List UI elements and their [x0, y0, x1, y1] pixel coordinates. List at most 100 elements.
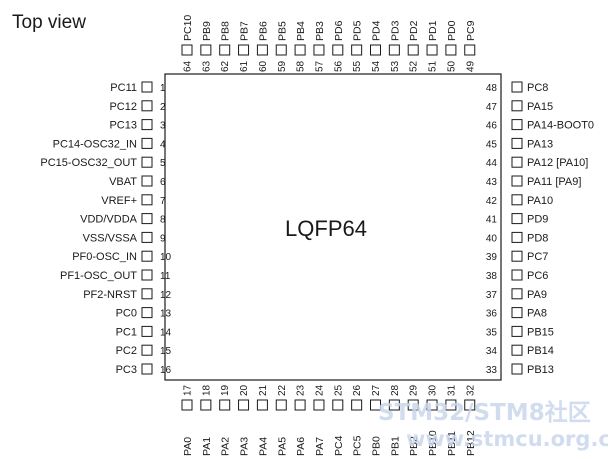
pin-label-right: PA14-BOOT0	[527, 120, 594, 132]
pin-box-bottom	[464, 399, 476, 411]
pin-number-bottom: 27	[371, 384, 382, 396]
pin-box-bottom	[219, 399, 231, 411]
pin-number-left: 16	[160, 365, 172, 376]
pin-box-bottom	[256, 399, 268, 411]
pin-box-right	[511, 288, 523, 300]
pin-label-top: PD1	[427, 20, 439, 41]
pin-number-right: 38	[486, 271, 498, 282]
pin-box-bottom	[275, 399, 287, 411]
pin-number-right: 43	[486, 177, 498, 188]
pin-number-left: 15	[160, 346, 172, 357]
pin-number-left: 12	[160, 290, 172, 301]
pin-number-left: 13	[160, 309, 172, 320]
pin-box-bottom	[294, 399, 306, 411]
pin-number-left: 2	[160, 102, 166, 113]
pin-number-right: 39	[486, 252, 498, 263]
pin-number-right: 41	[486, 215, 498, 226]
watermark-line2: www.stmcu.org.cn	[406, 427, 608, 451]
pin-number-left: 11	[160, 271, 171, 282]
pin-label-right: PA15	[527, 101, 553, 113]
pin-label-top: PD6	[333, 20, 345, 41]
pin-number-right: 45	[486, 139, 498, 150]
pin-box-right	[511, 231, 523, 243]
pin-box-right	[511, 100, 523, 112]
pin-label-right: PB15	[527, 326, 554, 338]
pin-number-top: 54	[371, 60, 382, 72]
pin-number-left: 10	[160, 252, 172, 263]
pin-box-right	[511, 137, 523, 149]
pin-box-left	[141, 156, 153, 168]
pin-box-left	[141, 344, 153, 356]
pin-label-right: PD8	[527, 232, 548, 244]
pin-number-right: 37	[486, 290, 498, 301]
pin-label-right: PA9	[527, 289, 547, 301]
pin-box-right	[511, 344, 523, 356]
pin-box-right	[511, 156, 523, 168]
pin-box-left	[141, 325, 153, 337]
pin-box-bottom	[351, 399, 363, 411]
pin-box-bottom	[313, 399, 325, 411]
pin-box-left	[141, 119, 153, 131]
pin-label-bottom: PA7	[314, 437, 326, 456]
pin-box-right	[511, 363, 523, 375]
pin-label-right: PA8	[527, 308, 547, 320]
pin-label-top: PB8	[220, 21, 232, 41]
pin-box-top	[351, 44, 363, 56]
pin-number-bottom: 22	[277, 384, 288, 396]
pin-label-top: PC9	[465, 20, 477, 41]
pin-box-right	[511, 81, 523, 93]
pin-label-right: PA11 [PA9]	[527, 176, 581, 188]
pin-label-left: PC13	[109, 120, 137, 132]
pin-label-bottom: PB0	[371, 436, 383, 456]
pin-box-left	[141, 250, 153, 262]
pin-box-top	[219, 44, 231, 56]
pin-label-right: PA12 [PA10]	[527, 157, 588, 169]
pin-label-left: PC15-OSC32_OUT	[40, 157, 137, 169]
pin-number-right: 33	[486, 365, 498, 376]
pin-number-right: 44	[486, 158, 498, 169]
pin-box-right	[511, 250, 523, 262]
pin-number-top: 52	[409, 60, 420, 72]
pin-box-top	[256, 44, 268, 56]
pin-label-top: PD0	[446, 20, 458, 41]
pin-box-bottom	[238, 399, 250, 411]
pin-box-top	[332, 44, 344, 56]
pin-box-bottom	[426, 399, 438, 411]
pin-box-bottom	[445, 399, 457, 411]
pin-number-right: 34	[486, 346, 498, 357]
pin-number-bottom: 24	[314, 384, 325, 396]
pin-label-bottom: PB1	[389, 436, 401, 456]
pin-box-left	[141, 100, 153, 112]
pin-number-bottom: 18	[201, 384, 212, 396]
pin-number-bottom: 29	[409, 384, 420, 396]
pin-label-bottom: PA3	[239, 437, 251, 456]
pin-label-bottom: PB12	[465, 430, 477, 456]
pin-box-left	[141, 307, 153, 319]
pin-number-bottom: 26	[352, 384, 363, 396]
pin-label-left: VSS/VSSA	[83, 232, 138, 244]
pin-number-right: 42	[486, 196, 498, 207]
pin-number-right: 36	[486, 309, 498, 320]
pin-box-left	[141, 363, 153, 375]
pin-box-right	[511, 307, 523, 319]
pin-box-top	[238, 44, 250, 56]
pin-number-top: 62	[220, 60, 231, 72]
pin-box-bottom	[332, 399, 344, 411]
pin-number-bottom: 23	[296, 384, 307, 396]
pin-label-left: PF2-NRST	[83, 289, 137, 301]
pin-number-top: 58	[296, 60, 307, 72]
pin-number-bottom: 17	[183, 384, 194, 396]
pin-label-right: PB13	[527, 364, 554, 376]
pin-number-left: 3	[160, 121, 166, 132]
pin-box-left	[141, 231, 153, 243]
pin-label-bottom: PA6	[295, 437, 307, 456]
pin-box-top	[426, 44, 438, 56]
pin-label-top: PD4	[371, 20, 383, 41]
pin-number-bottom: 25	[333, 384, 344, 396]
pin-label-bottom: PA1	[201, 437, 213, 456]
pin-label-bottom: PA4	[257, 437, 269, 456]
pin-label-left: VBAT	[109, 176, 137, 188]
watermark-line1: STM32/STM8社区	[378, 400, 591, 426]
pin-number-left: 7	[160, 196, 166, 207]
